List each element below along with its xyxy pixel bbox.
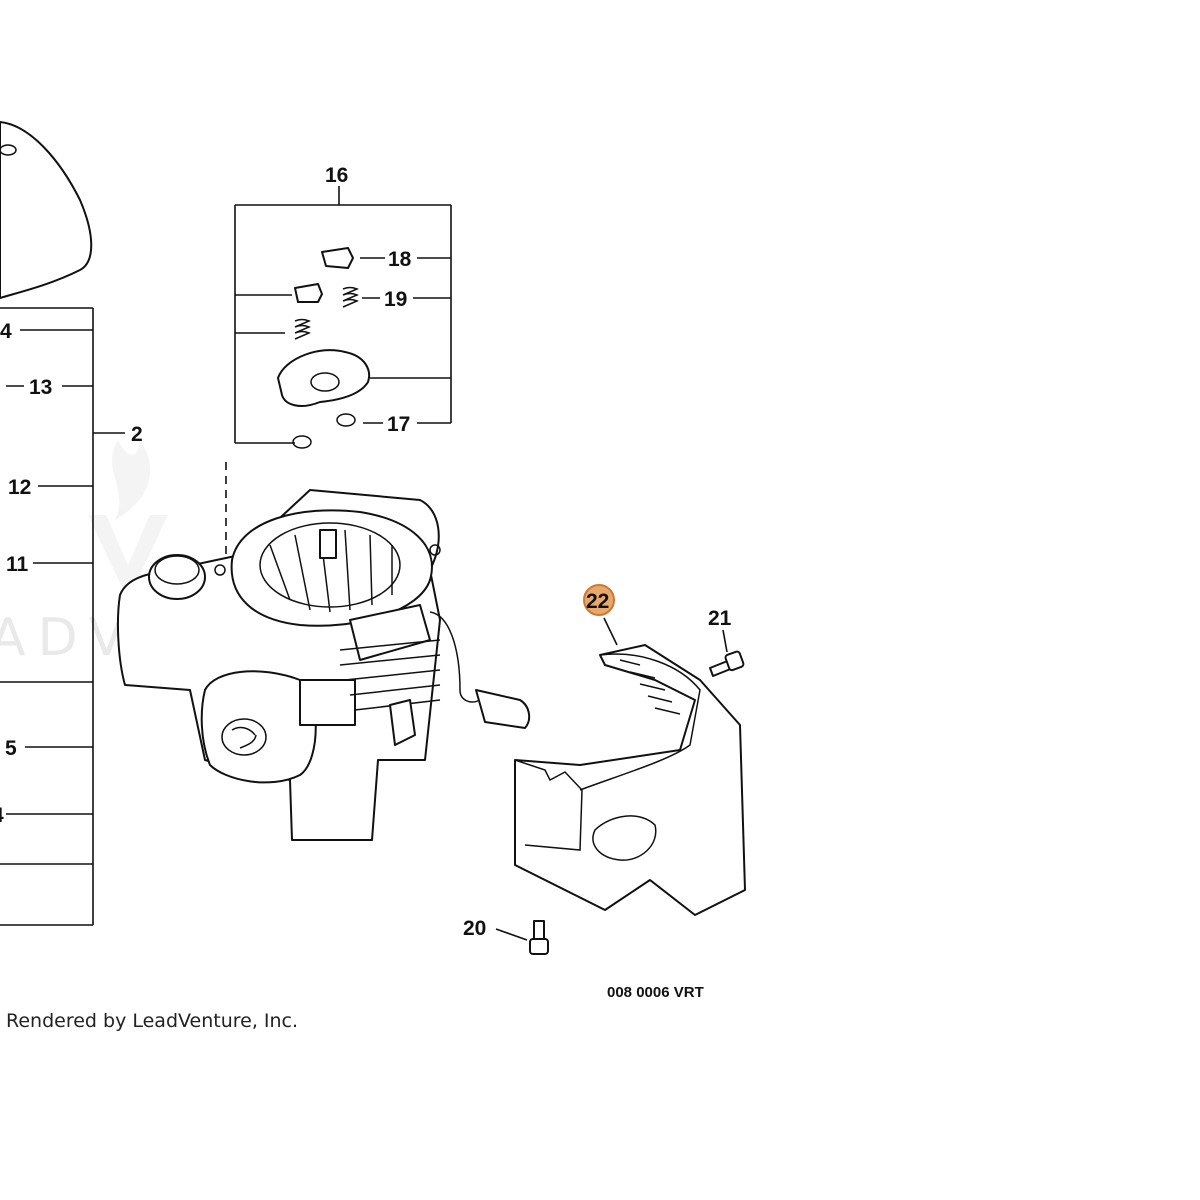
crankshaft	[319, 529, 337, 559]
reference-code: 008 0006 VRT	[607, 984, 704, 1001]
leader-21	[722, 629, 728, 653]
screw-21[interactable]	[709, 650, 745, 677]
callout-12[interactable]: 12	[8, 476, 31, 499]
callout-20[interactable]: 20	[463, 917, 486, 940]
air-filter-cover[interactable]	[0, 121, 93, 299]
callout-11[interactable]: 11	[6, 553, 29, 576]
leader-22	[603, 617, 618, 646]
cup-hub	[310, 372, 340, 392]
callout-22-highlight[interactable]	[583, 584, 615, 616]
spring-left[interactable]	[294, 318, 311, 340]
callout-14[interactable]: 4	[0, 804, 4, 827]
air-filter-housing[interactable]	[200, 670, 317, 784]
pawl-small[interactable]	[294, 283, 323, 303]
credit-text: Rendered by LeadVenture, Inc.	[6, 1010, 299, 1032]
spark-plug-cap[interactable]	[475, 689, 531, 729]
cylinder-shroud-22[interactable]	[514, 644, 746, 916]
callout-18[interactable]: 18	[388, 248, 412, 271]
callout-21[interactable]: 21	[708, 607, 732, 630]
circlip[interactable]	[292, 435, 312, 449]
flywheel[interactable]	[230, 509, 433, 627]
watermark-logo	[88, 440, 168, 600]
callout-17[interactable]: 17	[387, 413, 410, 436]
bracket-group-16	[234, 186, 452, 444]
spring-19[interactable]	[342, 286, 359, 308]
carburetor[interactable]	[299, 679, 356, 726]
cover-detail	[0, 144, 17, 156]
starter-cup[interactable]	[277, 349, 370, 407]
callout-5[interactable]: 5	[5, 737, 17, 760]
pawl-18[interactable]	[321, 247, 354, 269]
callout-19[interactable]: 19	[384, 288, 407, 311]
callout-2[interactable]: 2	[131, 423, 143, 446]
screw-20[interactable]	[529, 920, 549, 955]
bracket-group-2	[0, 307, 125, 926]
engine-assembly[interactable]	[116, 489, 531, 841]
callout-13[interactable]: 13	[29, 376, 52, 399]
callout-22[interactable]: 22	[586, 590, 609, 613]
callout-16[interactable]: 16	[325, 164, 348, 187]
leader-20	[495, 928, 528, 941]
fuel-cap[interactable]	[148, 554, 206, 600]
spark-plug[interactable]	[389, 699, 416, 746]
callout-4[interactable]: 4	[0, 320, 12, 343]
circlip-17[interactable]	[336, 413, 356, 427]
